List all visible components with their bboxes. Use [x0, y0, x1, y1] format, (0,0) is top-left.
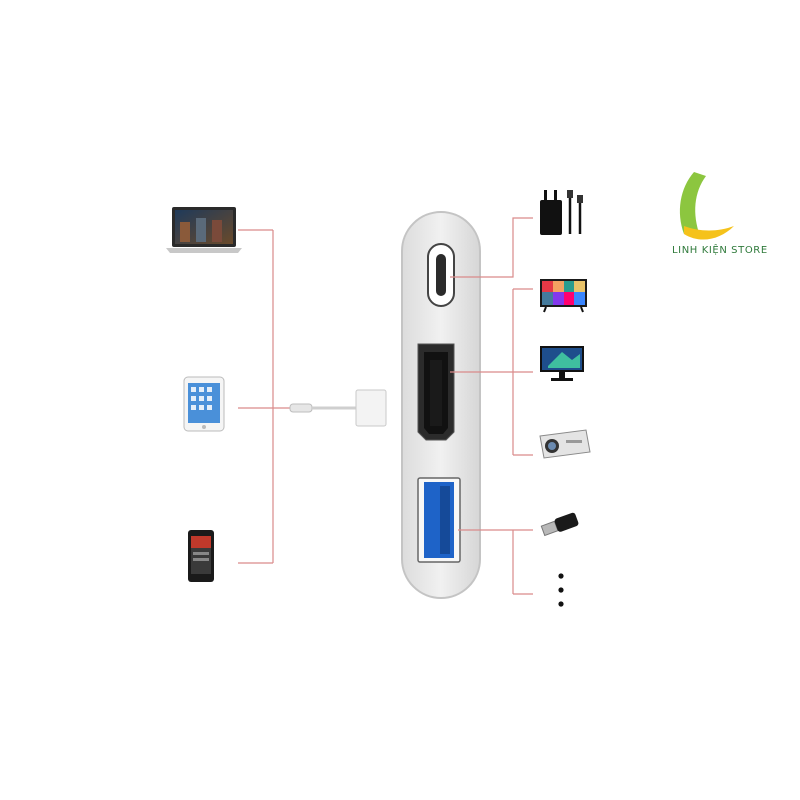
laptop-icon	[166, 207, 242, 253]
tv-icon	[540, 279, 587, 312]
usb-c-port	[428, 244, 454, 306]
usb-a-port	[418, 478, 460, 562]
source-connector-lines	[238, 230, 292, 563]
tablet-icon	[184, 377, 224, 431]
brand-logo-mark	[680, 172, 734, 240]
projector-icon	[540, 430, 590, 458]
adapter-cable	[290, 390, 386, 426]
brand-name: LINH KIỆN STORE	[672, 245, 768, 256]
monitor-icon	[540, 346, 584, 381]
usb-flash-drive-icon	[541, 512, 580, 537]
hdmi-port	[418, 344, 454, 440]
more-devices-icon	[558, 573, 563, 606]
smartphone-icon	[188, 530, 214, 582]
power-charger-icon	[540, 190, 583, 235]
